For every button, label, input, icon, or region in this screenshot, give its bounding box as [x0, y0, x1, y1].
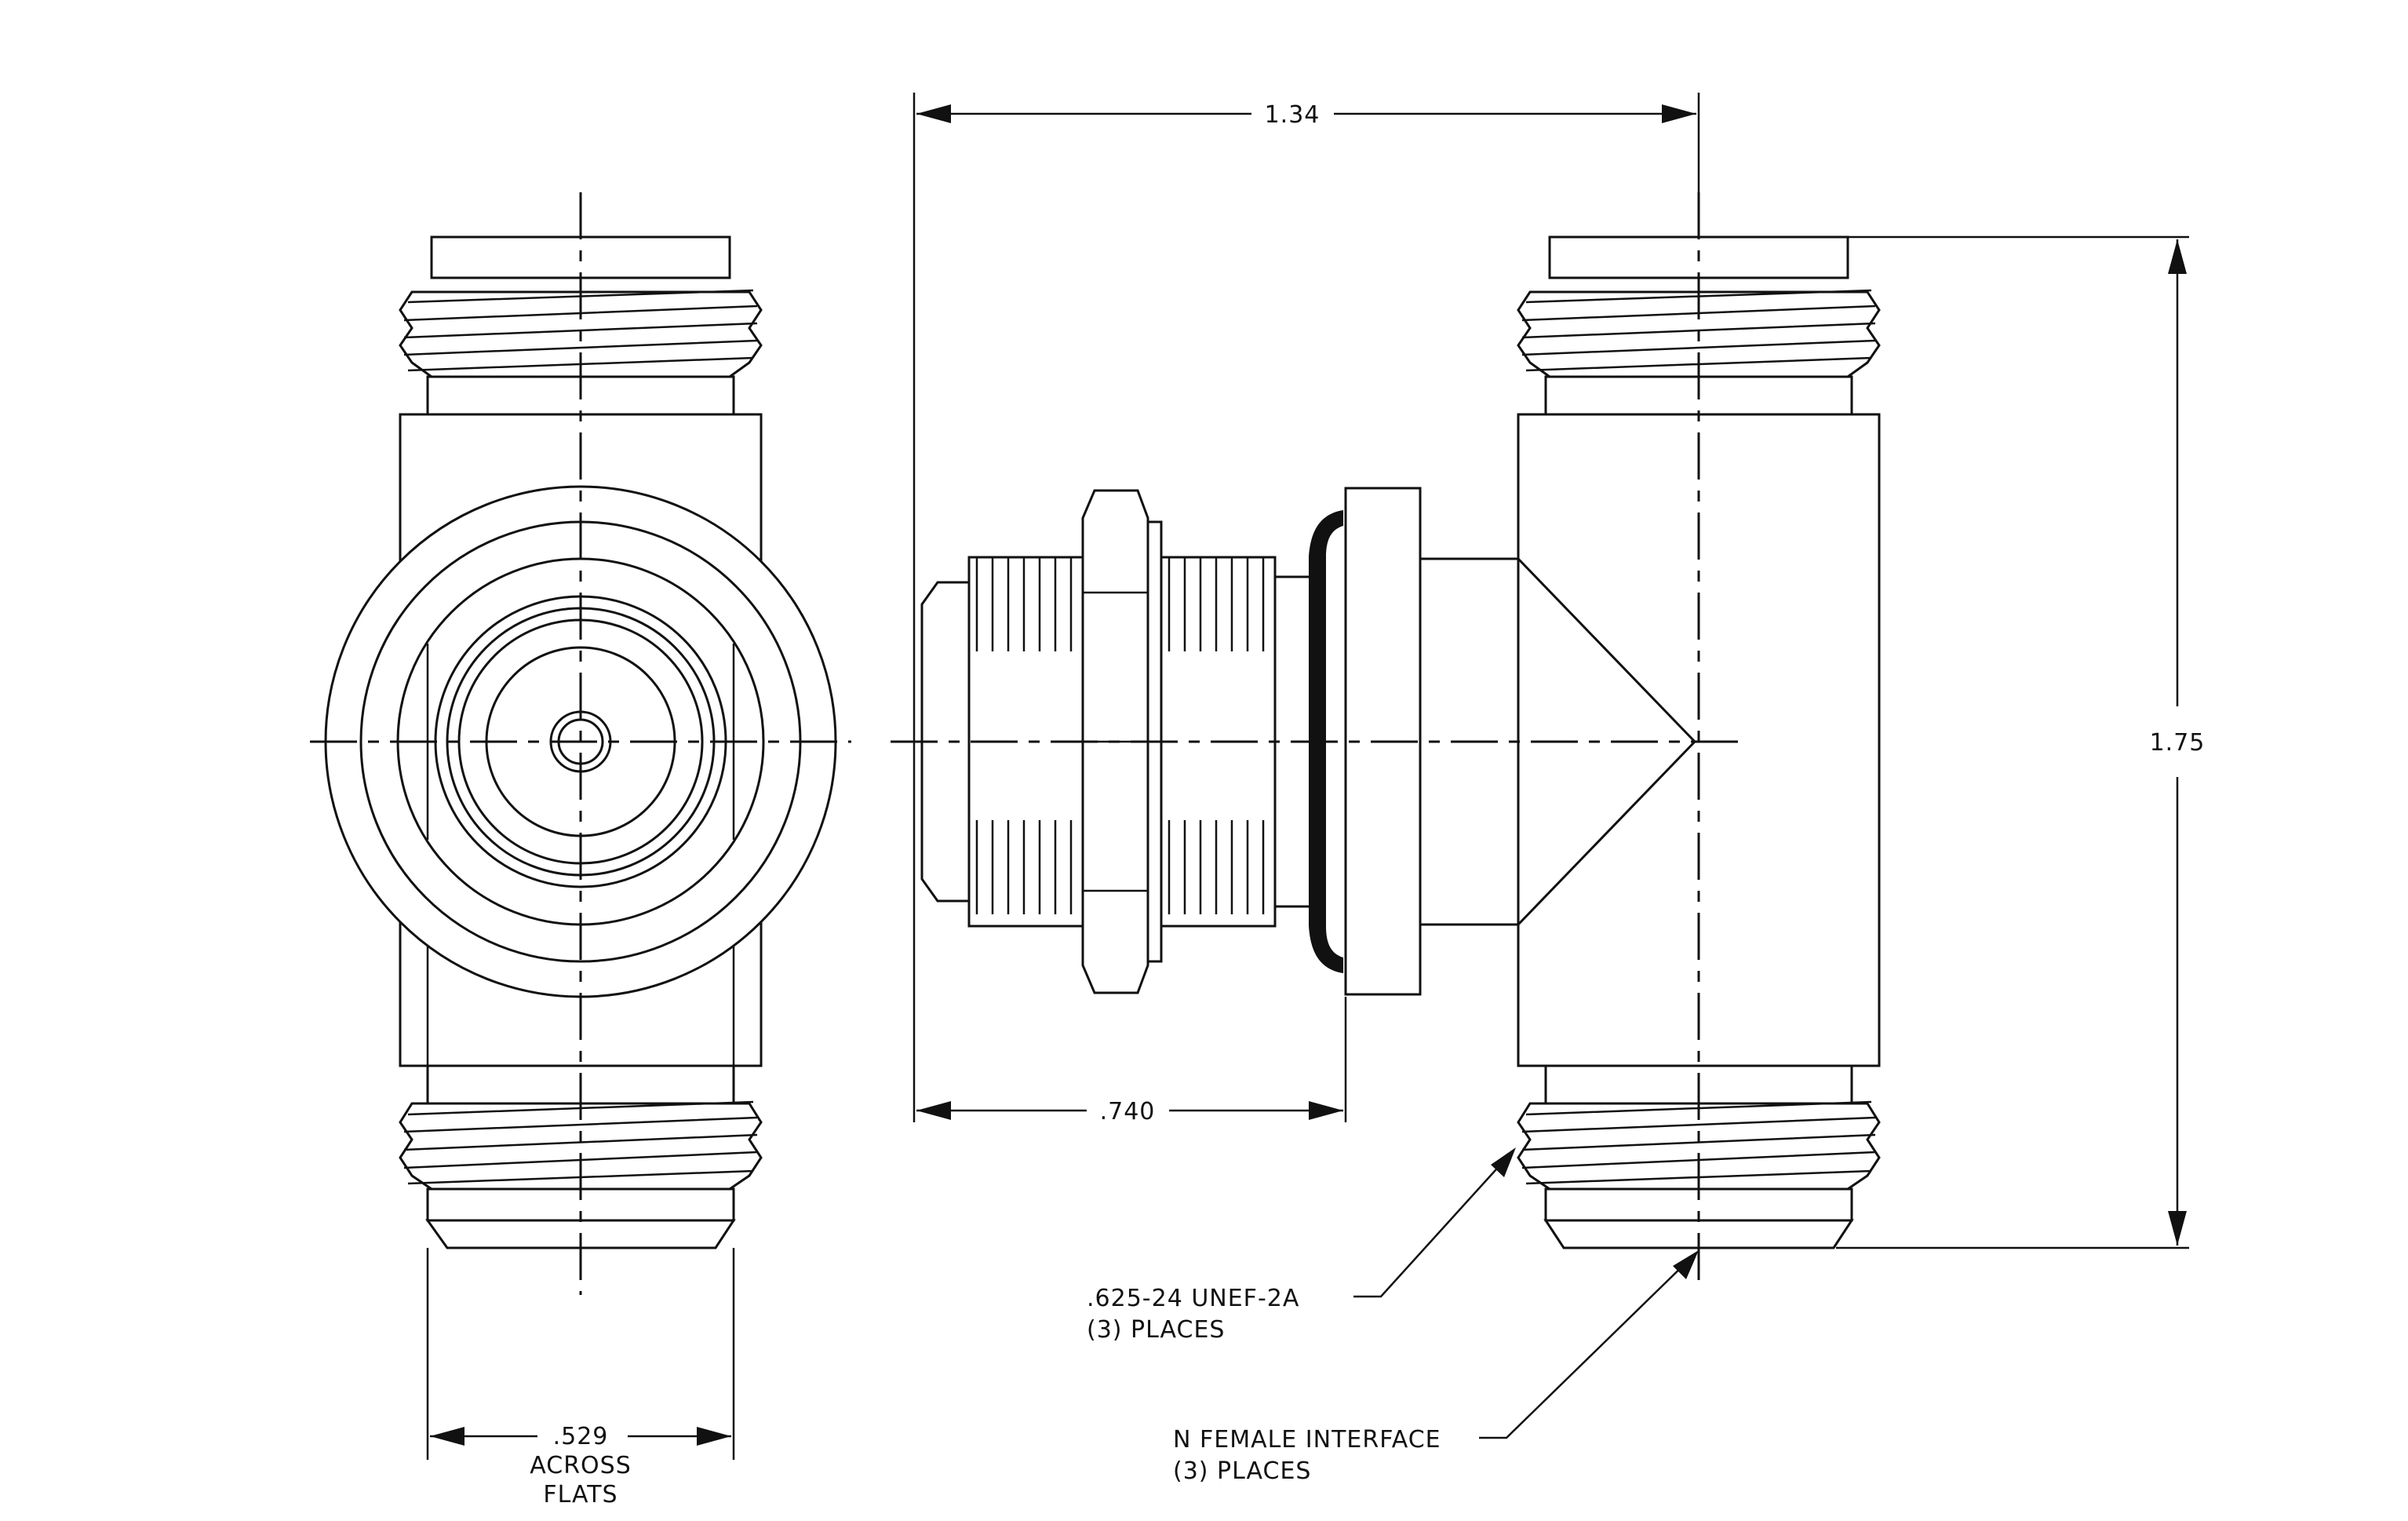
thread-lower-right — [1168, 820, 1265, 914]
end-view — [310, 192, 851, 1460]
callout-interface-line1: N FEMALE INTERFACE — [1173, 1426, 1441, 1454]
thread-lower-left — [975, 820, 1073, 914]
across-flats-label-1: ACROSS — [530, 1452, 632, 1479]
dim-overall-height: 1.75 — [2150, 729, 2206, 757]
callout-thread-line1: .625-24 UNEF-2A — [1087, 1285, 1299, 1312]
thread-upper-left — [975, 557, 1073, 651]
dim-overall-width: 1.34 — [1265, 101, 1321, 129]
dim-panel-depth: .740 — [1100, 1098, 1156, 1125]
thread-upper-right — [1168, 557, 1265, 651]
across-flats-value: .529 — [553, 1423, 609, 1450]
callout-interface-line2: (3) PLACES — [1173, 1457, 1311, 1485]
across-flats-label-2: FLATS — [543, 1481, 617, 1508]
side-view — [891, 93, 2189, 1439]
callout-thread-line2: (3) PLACES — [1087, 1316, 1225, 1344]
